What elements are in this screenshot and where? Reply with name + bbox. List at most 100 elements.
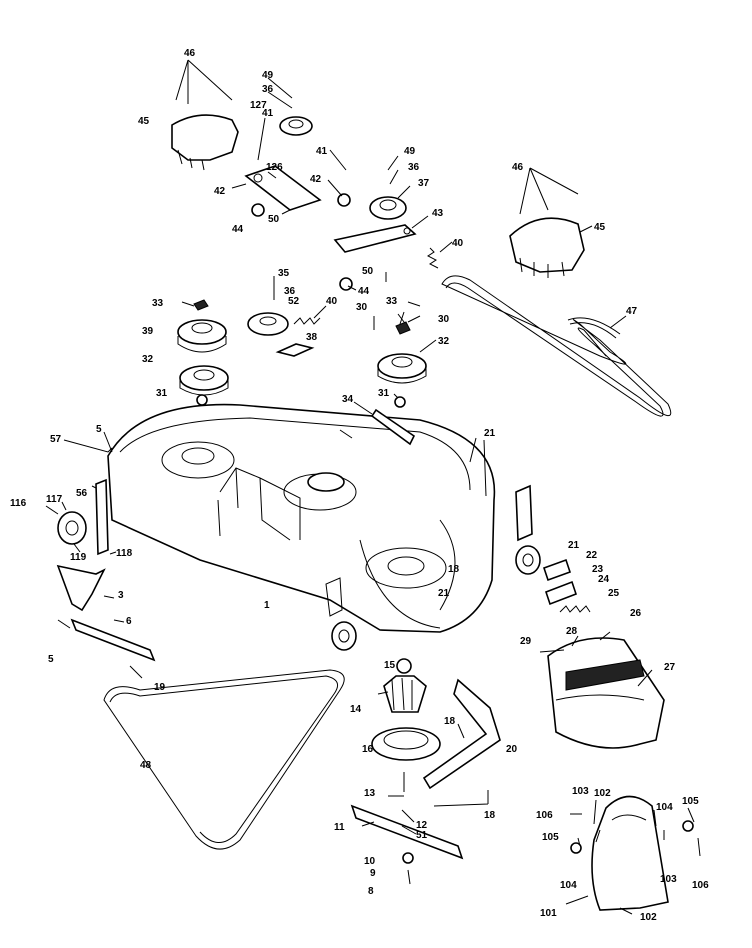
label-127: 127 — [250, 100, 267, 111]
label-48: 48 — [140, 760, 152, 771]
part-labels: 46 45 49 36 127 41 126 42 44 50 41 42 49… — [10, 48, 709, 923]
label-21-deck: 21 — [438, 588, 450, 599]
label-30-right: 30 — [438, 314, 450, 325]
nut-15 — [396, 658, 412, 674]
label-20: 20 — [506, 744, 518, 755]
label-44-left: 44 — [232, 224, 244, 235]
label-103-bottom: 103 — [660, 874, 677, 885]
label-26: 26 — [630, 608, 642, 619]
brace-34 — [370, 408, 416, 446]
label-56: 56 — [76, 488, 88, 499]
label-25: 25 — [608, 588, 620, 599]
label-103-top: 103 — [572, 786, 589, 797]
label-15: 15 — [384, 660, 396, 671]
label-30-left: 30 — [356, 302, 368, 313]
label-8: 8 — [368, 886, 374, 897]
label-16: 16 — [362, 744, 374, 755]
spring-25 — [559, 605, 591, 613]
washer-31a — [196, 394, 208, 406]
label-102-bottom: 102 — [640, 912, 657, 923]
wing-nut-104a — [570, 842, 582, 854]
idler-pulley-37 — [369, 196, 407, 220]
label-31-left: 31 — [156, 388, 168, 399]
label-36-center: 36 — [408, 162, 420, 173]
label-116: 116 — [10, 498, 27, 509]
label-10: 10 — [364, 856, 376, 867]
label-40-center: 40 — [326, 296, 338, 307]
washer-42 — [337, 193, 351, 207]
label-106-right: 106 — [692, 880, 709, 891]
label-105-right: 105 — [682, 796, 699, 807]
label-19: 19 — [154, 682, 166, 693]
blade-adapter-16 — [371, 727, 441, 761]
nut-33a — [193, 299, 209, 311]
pulley-32b — [377, 353, 427, 384]
pulley-cover-left — [171, 114, 239, 171]
washer-10 — [402, 852, 414, 864]
label-47: 47 — [626, 306, 638, 317]
pulley-52 — [247, 312, 289, 336]
label-106-left: 106 — [536, 810, 553, 821]
pulley-cover-right — [509, 217, 585, 278]
label-35: 35 — [278, 268, 290, 279]
label-45-right: 45 — [594, 222, 606, 233]
spring-40b — [293, 317, 321, 325]
label-102-top: 102 — [594, 788, 611, 799]
idler-pulley-127 — [279, 116, 313, 136]
label-50-left: 50 — [268, 214, 280, 225]
label-51: 51 — [416, 830, 428, 841]
label-9: 9 — [370, 868, 376, 879]
label-34: 34 — [342, 394, 354, 405]
label-13: 13 — [364, 788, 376, 799]
label-32-right: 32 — [438, 336, 450, 347]
lift-arm-3 — [56, 564, 106, 612]
bracket-38 — [275, 343, 315, 357]
label-36-lower: 36 — [284, 286, 296, 297]
label-44-center: 44 — [358, 286, 370, 297]
label-49-center: 49 — [404, 146, 416, 157]
label-1: 1 — [264, 600, 270, 611]
label-126: 126 — [266, 162, 283, 173]
pulley-32a — [179, 365, 229, 396]
label-3: 3 — [118, 590, 124, 601]
mulch-cover-101 — [591, 795, 669, 911]
deck-wheel-left — [57, 511, 87, 545]
label-33-center: 33 — [386, 296, 398, 307]
wing-nut-105 — [682, 820, 694, 832]
idler-arm-43 — [333, 224, 417, 253]
label-46-right: 46 — [512, 162, 524, 173]
washer-44a — [251, 203, 265, 217]
label-45-left: 45 — [138, 116, 150, 127]
label-104-right: 104 — [656, 802, 673, 813]
label-28: 28 — [566, 626, 578, 637]
label-43: 43 — [432, 208, 444, 219]
label-46-left: 46 — [184, 48, 196, 59]
label-39: 39 — [142, 326, 154, 337]
label-42-left: 42 — [214, 186, 226, 197]
bracket-22 — [542, 558, 572, 582]
label-52: 52 — [288, 296, 300, 307]
discharge-chute-27 — [547, 637, 665, 749]
drive-belt-47 — [441, 275, 672, 417]
label-117: 117 — [46, 494, 63, 505]
label-23: 23 — [592, 564, 604, 575]
label-5-top: 5 — [96, 424, 102, 435]
label-11: 11 — [334, 822, 345, 833]
deck-wheel-right — [515, 484, 541, 575]
label-24: 24 — [598, 574, 610, 585]
label-29: 29 — [520, 636, 532, 647]
bolt-19 — [129, 665, 143, 679]
label-33-left: 33 — [152, 298, 164, 309]
label-12: 12 — [416, 820, 428, 831]
label-31-right: 31 — [378, 388, 390, 399]
deck-wheel-front — [331, 621, 357, 651]
label-40-top: 40 — [452, 238, 464, 249]
washer-31b — [394, 396, 406, 408]
label-21-right: 21 — [568, 540, 580, 551]
spindle-14 — [383, 675, 427, 713]
label-37: 37 — [418, 178, 430, 189]
deck-belt-48 — [103, 669, 345, 850]
label-36-top: 36 — [262, 84, 274, 95]
label-104-left: 104 — [560, 880, 577, 891]
